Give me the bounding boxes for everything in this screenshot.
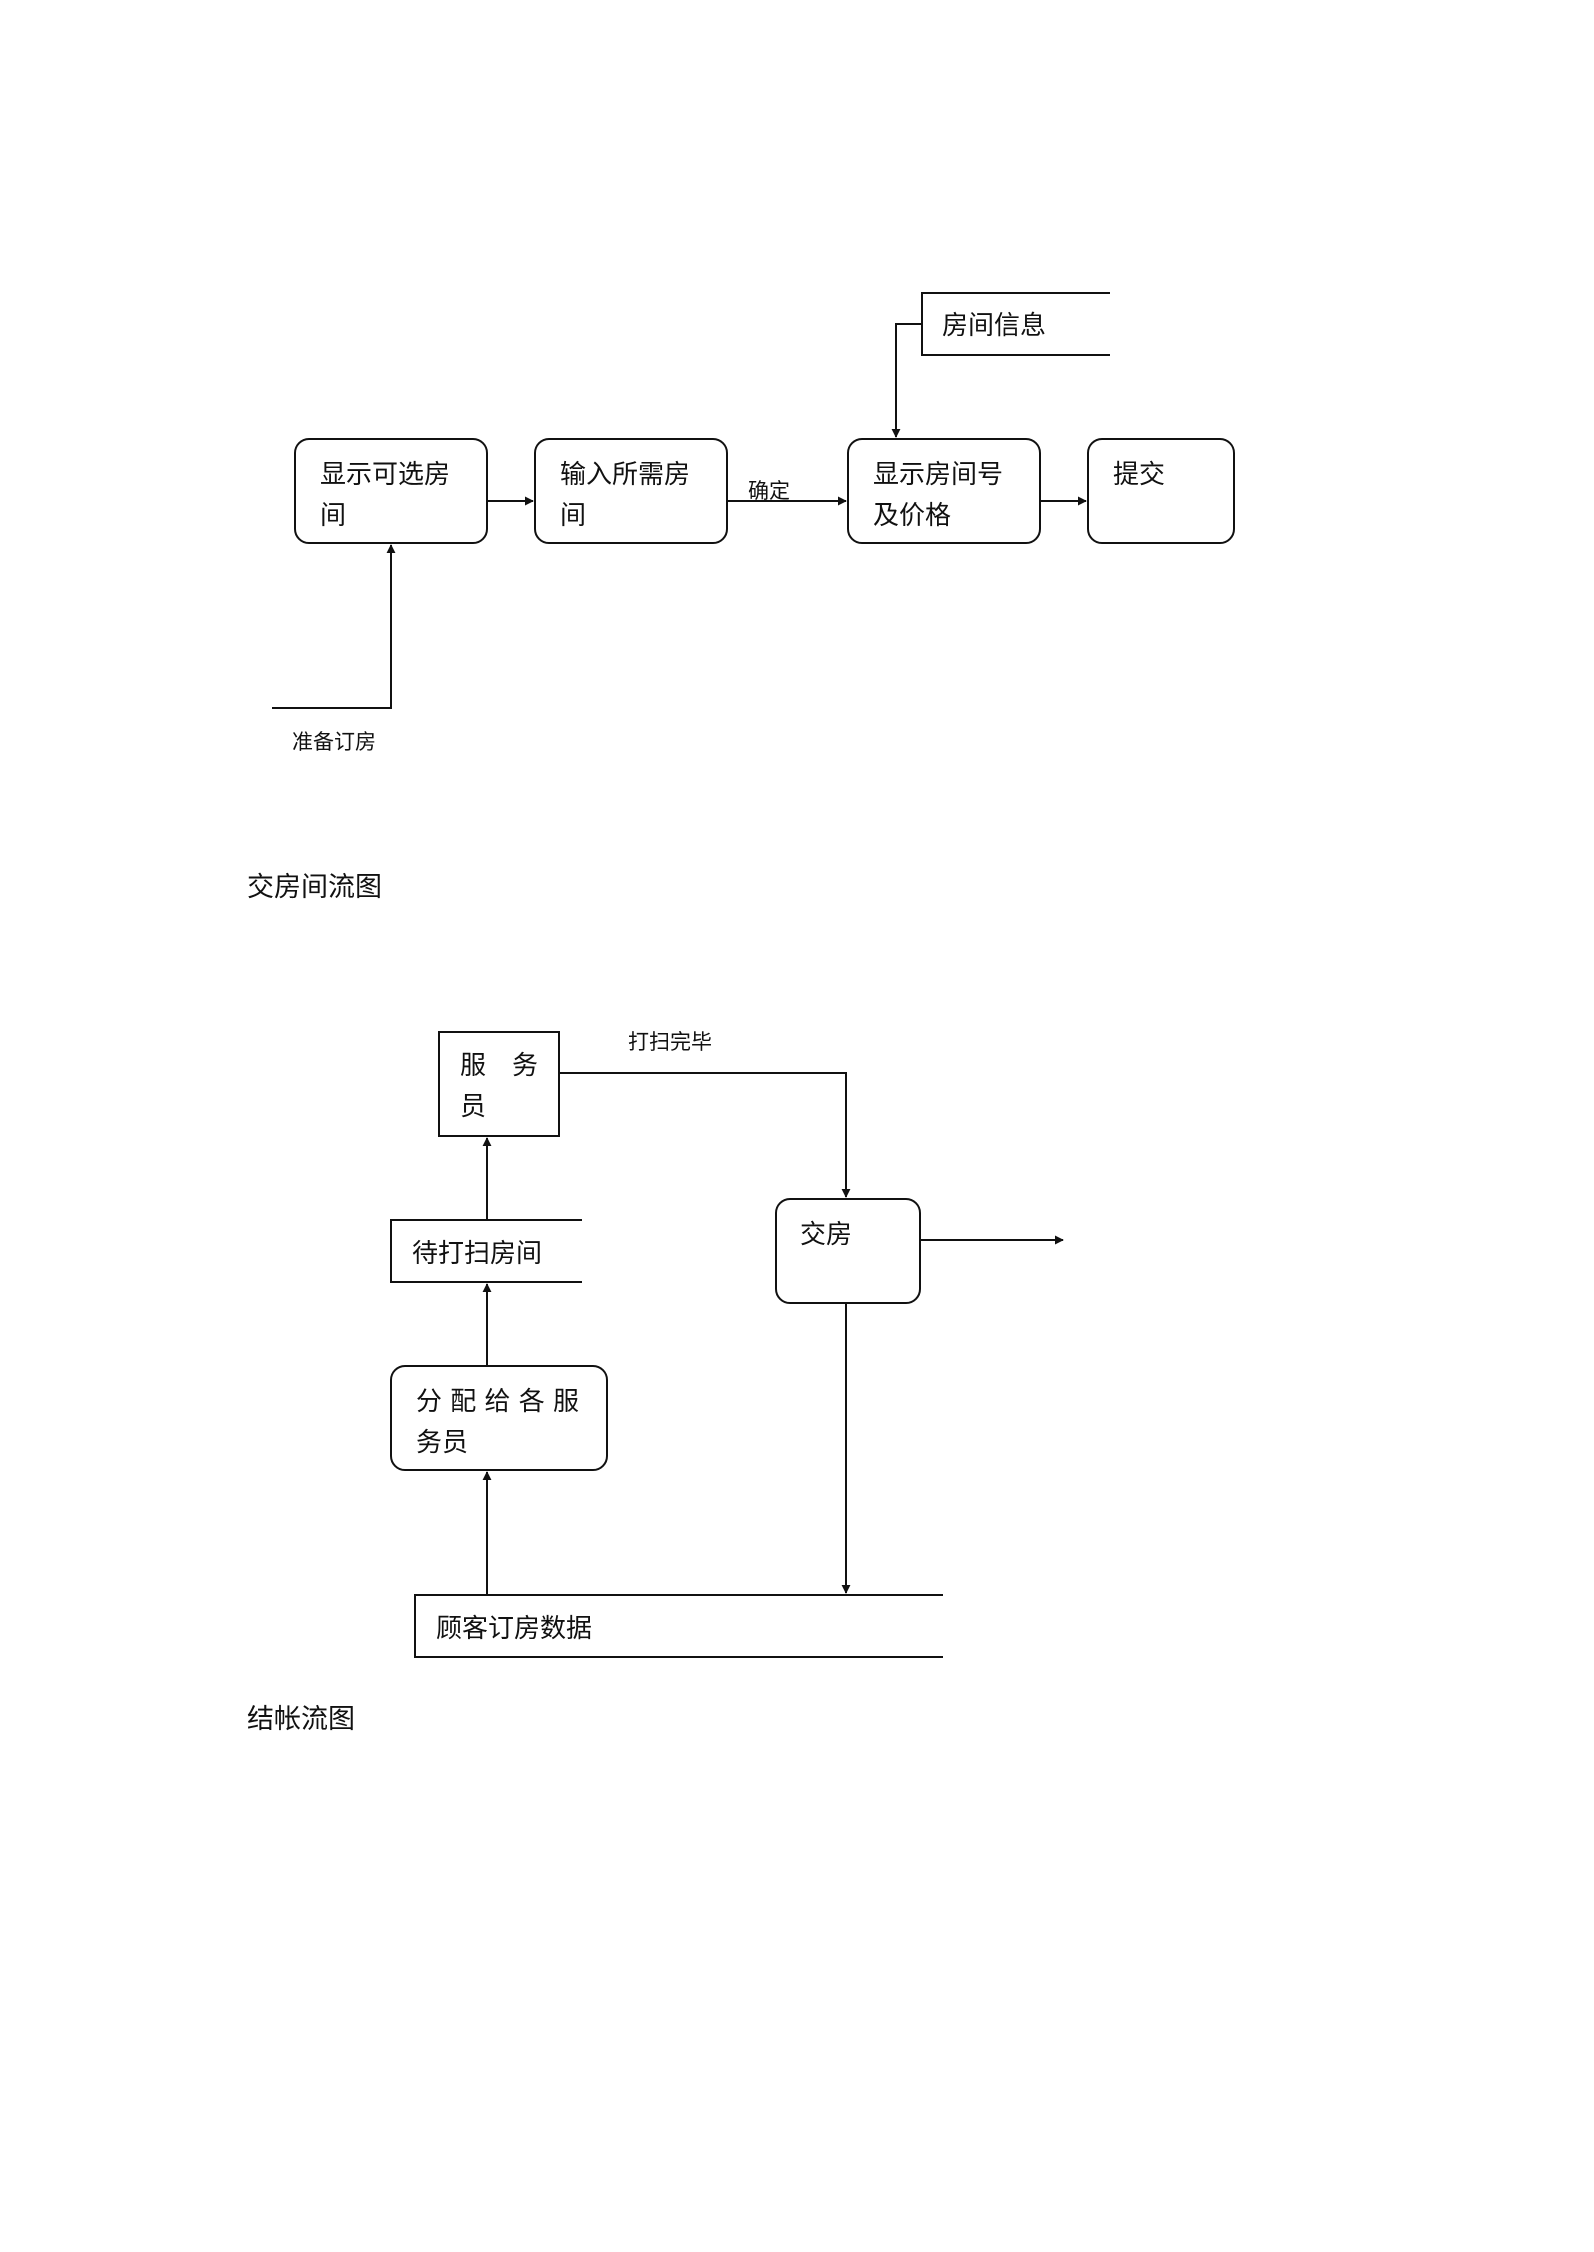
entity-waiter: 服 务 员 <box>438 1031 560 1137</box>
process-checkout: 交房 <box>775 1198 921 1304</box>
datastore-room-info-label: 房间信息 <box>942 311 1046 341</box>
entity-waiter-line1: 服 务 <box>460 1051 538 1081</box>
datastore-pending-rooms: 待打扫房间 <box>390 1219 582 1283</box>
process-input-rooms-line2: 间 <box>560 501 586 531</box>
entity-waiter-line2: 员 <box>460 1092 486 1122</box>
datastore-pending-rooms-label: 待打扫房间 <box>412 1239 542 1269</box>
process-show-room-and-price: 显示房间号 及价格 <box>847 438 1041 544</box>
process-show-available-rooms: 显示可选房 间 <box>294 438 488 544</box>
flow-diagram-2: 服 务 员 待打扫房间 分 配 给 各 服 务员 交房 顾客订房数据 打扫完毕 <box>390 1030 1064 1658</box>
process-submit: 提交 <box>1087 438 1235 544</box>
process-input-rooms-line1: 输入所需房 <box>560 460 690 490</box>
process-show-available-rooms-line2: 间 <box>320 501 346 531</box>
flow-diagram-1: 房间信息 显示可选房 间 输入所需房 间 显示房间号 及价格 提交 确定 <box>272 292 1235 754</box>
process-submit-label: 提交 <box>1113 460 1165 490</box>
caption-check-in-flow: 交房间流图 <box>247 872 382 903</box>
process-checkout-label: 交房 <box>800 1220 852 1250</box>
process-show-room-and-price-line2: 及价格 <box>873 501 951 531</box>
process-assign-line1: 分 配 给 各 服 <box>416 1387 579 1417</box>
datastore-customer-bookings-label: 顾客订房数据 <box>436 1614 592 1644</box>
process-assign-line2: 务员 <box>416 1428 468 1458</box>
edge-label-cleaned: 打扫完毕 <box>628 1030 712 1054</box>
edge-label-confirm: 确定 <box>748 479 790 503</box>
process-show-available-rooms-line1: 显示可选房 <box>320 460 450 490</box>
edge-prepare-booking-to-show-rooms <box>272 544 396 709</box>
edge-waiter-to-checkout <box>559 1072 851 1198</box>
datastore-room-info: 房间信息 <box>921 292 1110 356</box>
process-input-rooms: 输入所需房 间 <box>534 438 728 544</box>
process-show-room-and-price-line1: 显示房间号 <box>873 460 1003 490</box>
datastore-customer-bookings: 顾客订房数据 <box>414 1594 943 1658</box>
edge-room-info-to-show-price <box>891 323 922 438</box>
edge-label-prepare-booking: 准备订房 <box>292 730 376 754</box>
caption-checkout-flow: 结帐流图 <box>247 1704 355 1735</box>
process-assign-to-waiters: 分 配 给 各 服 务员 <box>390 1365 608 1471</box>
